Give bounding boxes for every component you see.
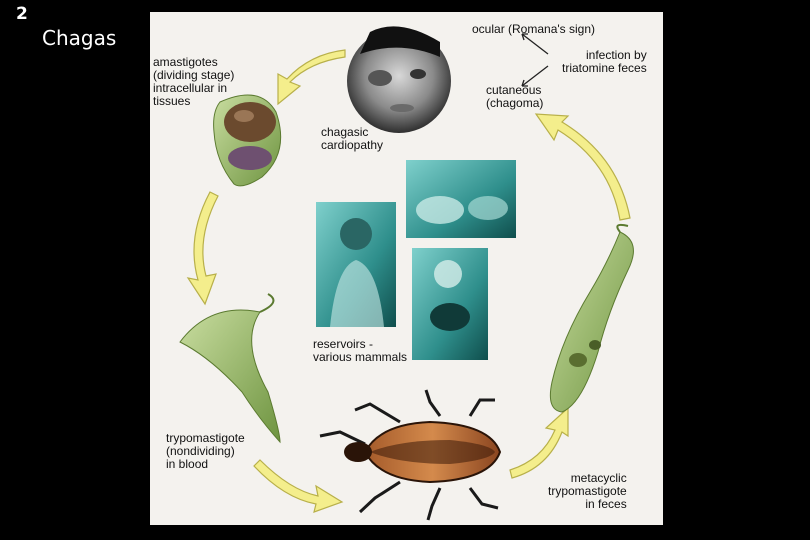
label-metacyclic: metacyclic trypomastigote in feces	[548, 471, 627, 511]
label-cardiopathy: chagasic cardiopathy	[321, 125, 384, 152]
label-trypomastigote: trypomastigote (nondividing) in blood	[166, 431, 245, 471]
child-face-photo	[347, 26, 451, 133]
trypomastigote-blood-icon	[179, 293, 281, 444]
cycle-arrow-bottom-left	[253, 459, 344, 513]
cycle-arrow-left	[186, 191, 219, 306]
diagram-graphics	[179, 26, 634, 521]
label-ocular: ocular (Romana's sign)	[472, 22, 596, 36]
triatomine-bug-icon	[319, 389, 502, 521]
slide-number: 2	[16, 4, 28, 24]
label-infection: infection by triatomine feces	[562, 48, 647, 75]
metacyclic-trypomastigote-icon	[549, 223, 634, 413]
cycle-arrow-top	[277, 49, 346, 106]
amastigote-cell-icon	[213, 94, 282, 187]
life-cycle-diagram: amastigotes (dividing stage) intracellul…	[150, 12, 663, 525]
cycle-arrow-bottom-right	[509, 406, 569, 479]
label-cutaneous: cutaneous (chagoma)	[486, 83, 544, 110]
infection-arrows	[521, 33, 549, 87]
slide-title: Chagas	[42, 26, 117, 50]
reservoir-photo-child-dog	[412, 248, 488, 360]
label-reservoirs: reservoirs - various mammals	[313, 337, 408, 364]
reservoir-photo-boy	[316, 202, 396, 327]
reservoir-photo-opossums	[406, 160, 516, 238]
cycle-arrow-right	[534, 113, 631, 221]
label-amastigotes: amastigotes (dividing stage) intracellul…	[153, 55, 235, 108]
